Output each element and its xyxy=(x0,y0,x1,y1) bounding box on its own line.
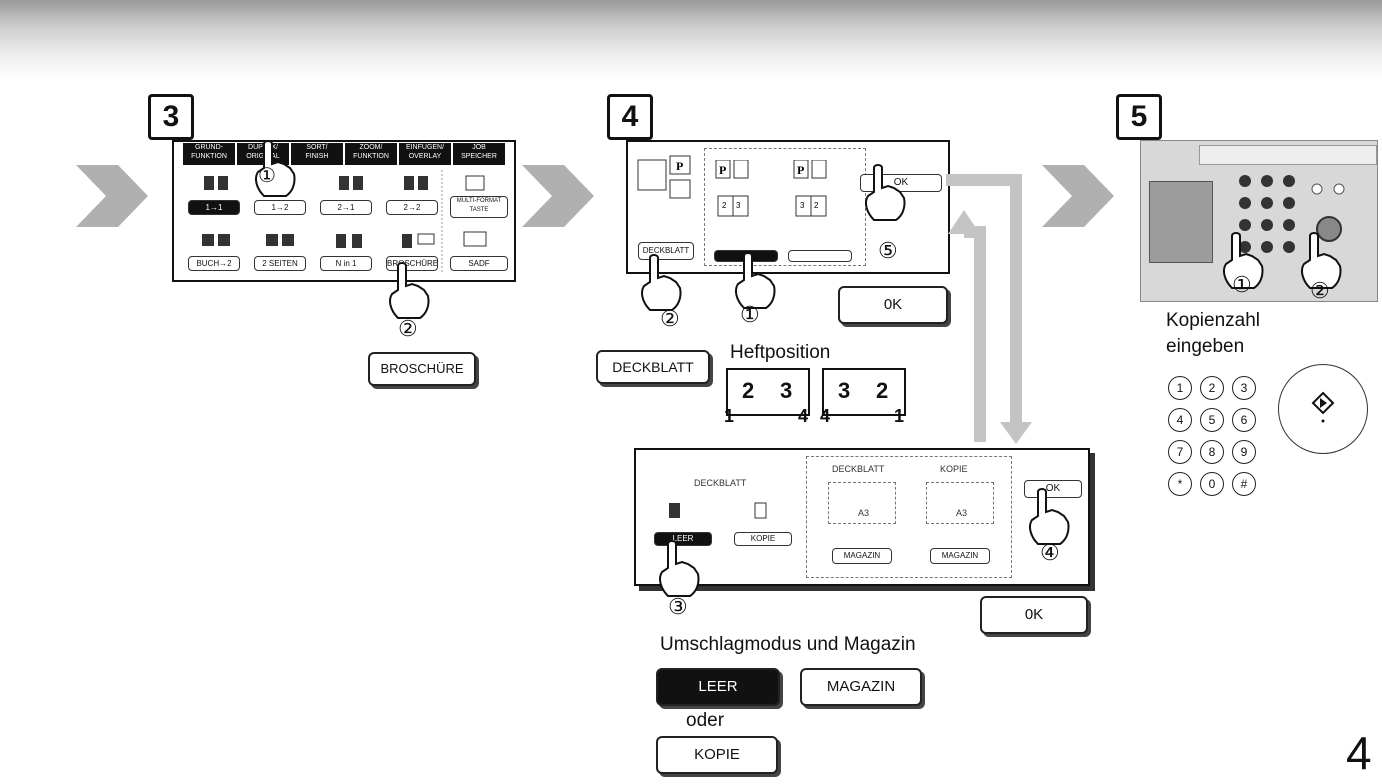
col-deckblatt-title: DECKBLATT xyxy=(832,464,885,474)
pointing-hand-icon xyxy=(1301,232,1342,289)
flow-arrows xyxy=(946,174,1032,444)
stapling-diagram-icon: P xyxy=(637,155,691,199)
marker-4: ④ xyxy=(1040,540,1060,565)
tab-grundfunktion[interactable]: GRUND- FUNKTION xyxy=(182,142,236,166)
col-kopie-title: KOPIE xyxy=(940,464,968,474)
key-2[interactable]: 2 xyxy=(1200,376,1224,400)
ok-button[interactable]: 0K xyxy=(838,286,948,324)
pointing-hand-icon xyxy=(1029,488,1070,545)
deckblatt-button[interactable]: DECKBLATT xyxy=(596,350,710,384)
marker-1: ① xyxy=(740,302,760,327)
document-icon xyxy=(669,503,680,518)
marker-2: ② xyxy=(660,306,680,331)
pointing-hand-icon xyxy=(659,540,700,597)
page-number: 4 xyxy=(1346,727,1372,779)
mode-2-1-button[interactable]: 2→1 xyxy=(320,200,372,215)
step-4-number: 4 xyxy=(607,94,653,140)
svg-text:2: 2 xyxy=(722,201,727,210)
zwei-seiten-button[interactable]: 2 SEITEN xyxy=(254,256,306,271)
keypad-icon xyxy=(1239,175,1345,253)
key-3[interactable]: 3 xyxy=(1232,376,1256,400)
heftposition-right-button[interactable] xyxy=(788,250,852,262)
kopie-mini-button[interactable]: KOPIE xyxy=(734,532,792,546)
marker-2: ② xyxy=(1310,278,1330,303)
document-icon xyxy=(754,502,767,519)
marker-3: ③ xyxy=(668,594,688,619)
marker-1: ① xyxy=(258,165,276,187)
kopienzahl-label: Kopienzahl xyxy=(1166,310,1261,331)
marker-2: ② xyxy=(398,316,418,341)
marker-1: ① xyxy=(1232,272,1252,297)
chevron-right-icon xyxy=(522,165,594,227)
magazin-mini-button[interactable]: MAGAZIN xyxy=(930,548,990,564)
buch-button[interactable]: BUCH→2 xyxy=(188,256,240,271)
svg-text:P: P xyxy=(676,159,683,173)
key-hash[interactable]: # xyxy=(1232,472,1256,496)
tray-box xyxy=(926,482,994,524)
start-icon xyxy=(1311,391,1335,423)
magazin-mini-button[interactable]: MAGAZIN xyxy=(832,548,892,564)
copier-control-panel xyxy=(1140,140,1378,302)
n-in-1-button[interactable]: N in 1 xyxy=(320,256,372,271)
chevron-right-icon xyxy=(76,165,148,227)
heftposition-title: Heftposition xyxy=(730,342,831,363)
key-0[interactable]: 0 xyxy=(1200,472,1224,496)
key-6[interactable]: 6 xyxy=(1232,408,1256,432)
broschuere-button[interactable]: BROSCHÜRE xyxy=(368,352,476,386)
duplex-screen: GRUND- FUNKTION DUPLEX/ ORIGINAL SORT/ F… xyxy=(172,140,516,282)
ok-button[interactable]: 0K xyxy=(980,596,1088,634)
magazin-button[interactable]: MAGAZIN xyxy=(800,668,922,706)
mode-1-2-button[interactable]: 1→2 xyxy=(254,200,306,215)
size-label: A3 xyxy=(956,508,968,518)
marker-5: ⑤ xyxy=(878,238,898,263)
mode-1-1-button[interactable]: 1→1 xyxy=(188,200,240,215)
step-5-number: 5 xyxy=(1116,94,1162,140)
sadf-button[interactable]: SADF xyxy=(450,256,508,271)
umschlagmodus-title: Umschlagmodus und Magazin xyxy=(660,634,916,655)
step-3-number: 3 xyxy=(148,94,194,140)
key-9[interactable]: 9 xyxy=(1232,440,1256,464)
magazin-options xyxy=(806,456,1012,578)
tab-einfuegen[interactable]: EINFÜGEN/ OVERLAY xyxy=(398,142,452,166)
svg-text:3: 3 xyxy=(800,201,805,210)
pointing-hand-icon xyxy=(1223,232,1264,289)
heftposition-right-diagram: 3 2 4 1 xyxy=(820,368,906,426)
oder-label: oder xyxy=(686,710,725,731)
deckblatt-title: DECKBLATT xyxy=(694,478,747,488)
eingeben-label: eingeben xyxy=(1166,336,1245,357)
function-keys-strip xyxy=(1199,145,1377,165)
pointing-hand-icon xyxy=(389,262,430,319)
key-5[interactable]: 5 xyxy=(1200,408,1224,432)
key-7[interactable]: 7 xyxy=(1168,440,1192,464)
tab-zoom[interactable]: ZOOM/ FUNKTION xyxy=(344,142,398,166)
key-4[interactable]: 4 xyxy=(1168,408,1192,432)
tab-job-speicher[interactable]: JOB SPEICHER xyxy=(452,142,506,166)
size-label: A3 xyxy=(858,508,870,518)
svg-text:3: 3 xyxy=(736,201,741,210)
key-8[interactable]: 8 xyxy=(1200,440,1224,464)
start-button[interactable] xyxy=(1278,364,1368,454)
svg-text:P: P xyxy=(797,163,804,177)
svg-text:2: 2 xyxy=(814,201,819,210)
pointing-hand-icon xyxy=(865,164,906,221)
deckblatt-screen: DECKBLATT LEER KOPIE DECKBLATT KOPIE A3 … xyxy=(634,448,1090,586)
pointing-hand-icon xyxy=(641,254,682,311)
tray-box xyxy=(828,482,896,524)
pointing-hand-icon xyxy=(255,140,296,197)
header-band xyxy=(0,0,1382,80)
svg-text:P: P xyxy=(719,163,726,177)
pointing-hand-icon xyxy=(735,252,776,309)
leer-button[interactable]: LEER xyxy=(656,668,780,706)
tab-sort-finish[interactable]: SORT/ FINISH xyxy=(290,142,344,166)
chevron-right-icon xyxy=(1042,165,1114,227)
mode-2-2-button[interactable]: 2→2 xyxy=(386,200,438,215)
key-star[interactable]: * xyxy=(1168,472,1192,496)
kopie-button[interactable]: KOPIE xyxy=(656,736,778,774)
heftposition-left-diagram: 2 3 1 4 xyxy=(724,368,810,426)
key-1[interactable]: 1 xyxy=(1168,376,1192,400)
multi-format-button[interactable]: MULTI-FORMAT TASTE xyxy=(450,196,508,218)
lcd-screen xyxy=(1149,181,1213,263)
